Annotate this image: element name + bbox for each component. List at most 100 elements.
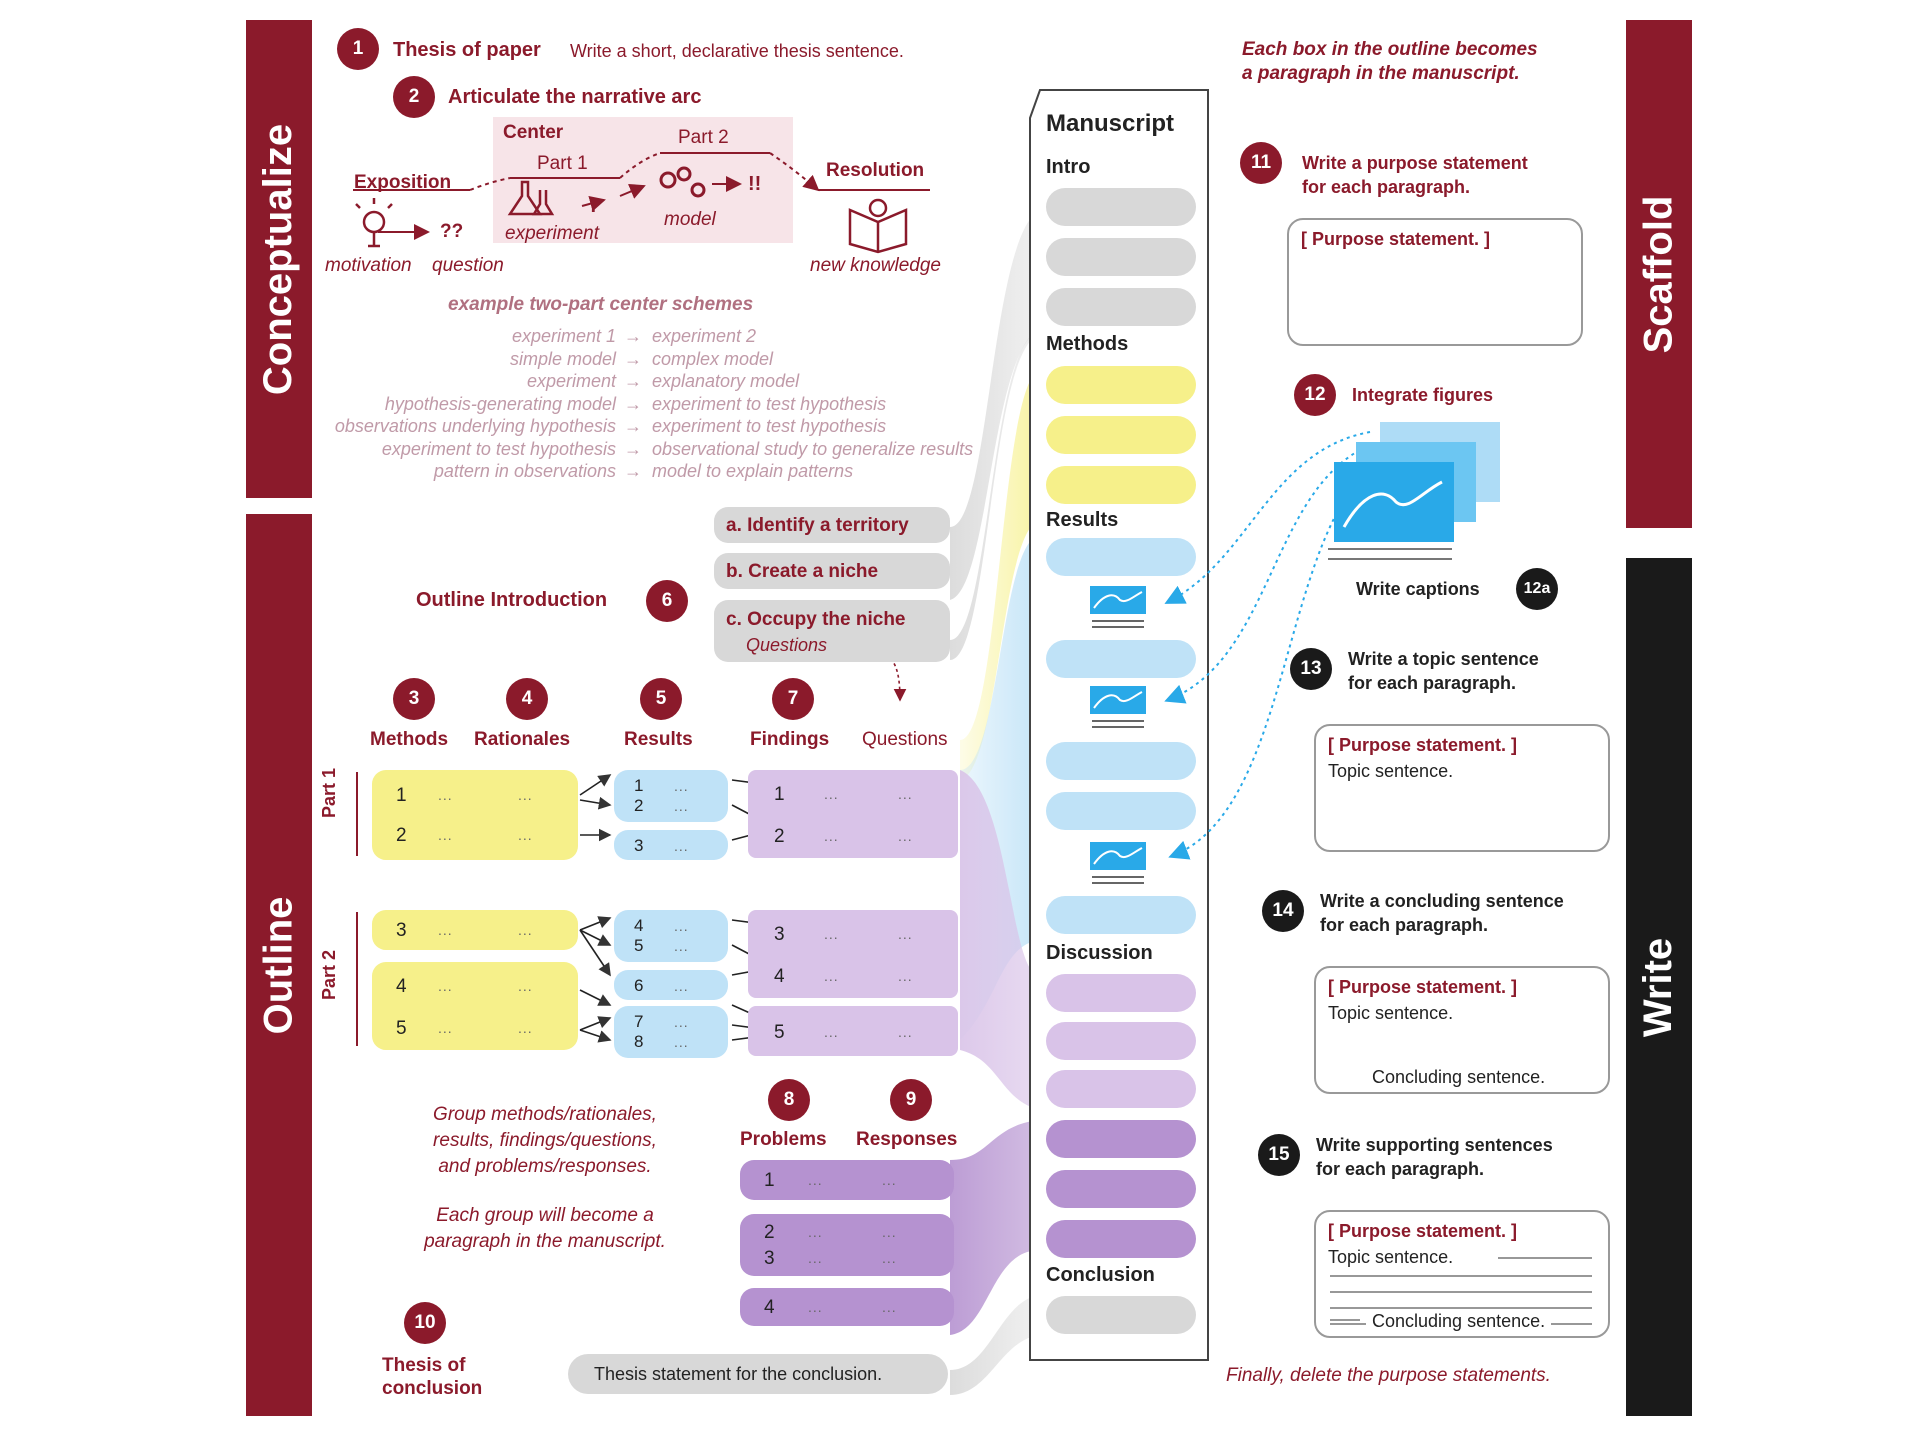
step-8-badge: 8 <box>768 1079 810 1121</box>
method-number: 3 <box>396 920 407 941</box>
problem-placeholder: ... <box>808 1299 823 1315</box>
rationale-placeholder: ... <box>518 1020 533 1036</box>
manuscript-paragraph <box>1046 416 1196 454</box>
intro-move-c: c. Occupy the niche Questions <box>714 600 950 662</box>
flow-discussion <box>960 770 1040 1110</box>
manuscript-paragraph <box>1046 1120 1196 1158</box>
results-box: 4...5... <box>614 910 728 962</box>
band-label: Write <box>1636 937 1681 1037</box>
step-11-line2: for each paragraph. <box>1302 177 1471 197</box>
outline-introduction-label: Outline Introduction <box>416 589 608 611</box>
scheme-arrow-icon: → <box>624 371 642 391</box>
arc-new-knowledge: new knowledge <box>810 255 941 276</box>
arc-excl: ! <box>590 195 597 217</box>
step-15-line2: for each paragraph. <box>1316 1159 1485 1179</box>
write-captions-label: Write captions <box>1356 579 1480 599</box>
finding-placeholder: ... <box>824 786 839 802</box>
result-placeholder: ... <box>674 1014 689 1030</box>
intro-move-b: b. Create a niche <box>714 553 950 589</box>
rationale-placeholder: ... <box>518 827 533 843</box>
finding-number: 4 <box>774 966 785 987</box>
purpose-text: [ Purpose statement. ] <box>1301 229 1491 249</box>
integrate-figures-label: Integrate figures <box>1352 385 1494 405</box>
scheme-right: experiment to test hypothesis <box>652 416 887 436</box>
scaffold-box-supporting: [ Purpose statement. ] Topic sentence. C… <box>1314 1210 1610 1338</box>
topic-text: Topic sentence. <box>1328 1248 1460 1266</box>
result-placeholder: ... <box>674 778 689 794</box>
result-number: 8 <box>634 1032 644 1051</box>
finding-placeholder: ... <box>824 968 839 984</box>
manuscript-paragraph <box>1046 538 1196 576</box>
intro-move-b-label: b. Create a niche <box>726 561 879 582</box>
findings-questions-box: 3......4...... <box>748 910 958 998</box>
manuscript-results: Results <box>1046 509 1119 531</box>
scheme-right: experiment 2 <box>652 326 757 346</box>
scheme-left: experiment 1 <box>511 326 616 346</box>
narrative-arc-lines <box>353 152 930 191</box>
figure-thumbnail-icon <box>1090 586 1146 614</box>
band-label: Conceptualize <box>256 123 301 395</box>
scheme-arrow-icon: → <box>624 326 642 346</box>
intro-move-a-label: a. Identify a territory <box>726 515 909 536</box>
manuscript-discussion: Discussion <box>1046 942 1153 964</box>
step-14-badge: 14 <box>1262 890 1304 932</box>
scaffold-note-2: a paragraph in the manuscript. <box>1242 63 1520 84</box>
purpose-text: [ Purpose statement. ] <box>1328 977 1518 997</box>
scheme-right: explanatory model <box>652 371 800 391</box>
scheme-arrow-icon: → <box>624 348 642 369</box>
question-placeholder: ... <box>898 1024 913 1040</box>
scheme-arrow-icon: → <box>624 438 642 459</box>
arc-exposition: Exposition <box>354 172 452 193</box>
purpose-text: [ Purpose statement. ] <box>1328 1221 1518 1241</box>
figure-caption-line <box>1092 620 1144 622</box>
paragraph-note-line: paragraph in the manuscript. <box>424 1231 666 1252</box>
rationale-placeholder: ... <box>518 978 533 994</box>
arc-part2: Part 2 <box>678 127 729 148</box>
finding-number: 5 <box>774 1022 785 1043</box>
scheme-left: experiment <box>526 371 616 391</box>
method-placeholder: ... <box>438 978 453 994</box>
narrative-arc-title: Articulate the narrative arc <box>448 86 702 108</box>
step-13-line2: for each paragraph. <box>1348 673 1517 693</box>
purpose-text: [ Purpose statement. ] <box>1328 735 1518 755</box>
result-placeholder: ... <box>674 838 689 854</box>
arc-question: question <box>432 255 504 276</box>
arc-excl2: !! <box>748 173 762 195</box>
figure-caption-line <box>1092 726 1144 728</box>
method-placeholder: ... <box>438 827 453 843</box>
part-1-label: Part 1 <box>319 767 339 818</box>
intro-move-c-label: c. Occupy the niche <box>726 609 906 630</box>
step-9-badge: 9 <box>890 1079 932 1121</box>
result-number: 4 <box>634 916 644 935</box>
finding-placeholder: ... <box>824 1024 839 1040</box>
col-rationales: Rationales <box>474 729 571 750</box>
figure-icon <box>1334 462 1454 542</box>
method-number: 2 <box>396 825 407 846</box>
step-10-badge: 10 <box>404 1302 446 1344</box>
caption-line <box>1328 558 1452 560</box>
band-scaffold: Scaffold <box>1626 20 1692 528</box>
arc-model: model <box>664 209 716 230</box>
problem-number: 4 <box>764 1297 775 1318</box>
col-questions: Questions <box>862 729 948 750</box>
scheme-arrow-icon: → <box>624 461 642 481</box>
rationale-placeholder: ... <box>518 922 533 938</box>
results-box: 7...8... <box>614 1006 728 1058</box>
finding-number: 3 <box>774 924 785 945</box>
manuscript-paragraph <box>1046 974 1196 1012</box>
problems-responses-box: 2......3...... <box>740 1214 954 1276</box>
problems-responses-box: 1...... <box>740 1160 954 1200</box>
scaffold-note-1: Each box in the outline becomes <box>1242 39 1538 60</box>
step-5-badge: 5 <box>640 678 682 720</box>
conclusion-thesis-text: Thesis statement for the conclusion. <box>594 1364 883 1384</box>
step-12a-badge: 12a <box>1516 568 1558 610</box>
arc-experiment: experiment <box>505 223 599 244</box>
band-write: Write <box>1626 558 1692 1416</box>
book-icon <box>848 198 908 254</box>
thesis-of-paper-desc: Write a short, declarative thesis senten… <box>570 41 904 61</box>
step-12-badge: 12 <box>1294 374 1336 416</box>
scaffold-box-topic: [ Purpose statement. ] Topic sentence. <box>1314 724 1610 852</box>
response-placeholder: ... <box>882 1172 897 1188</box>
step-15-badge: 15 <box>1258 1134 1300 1176</box>
